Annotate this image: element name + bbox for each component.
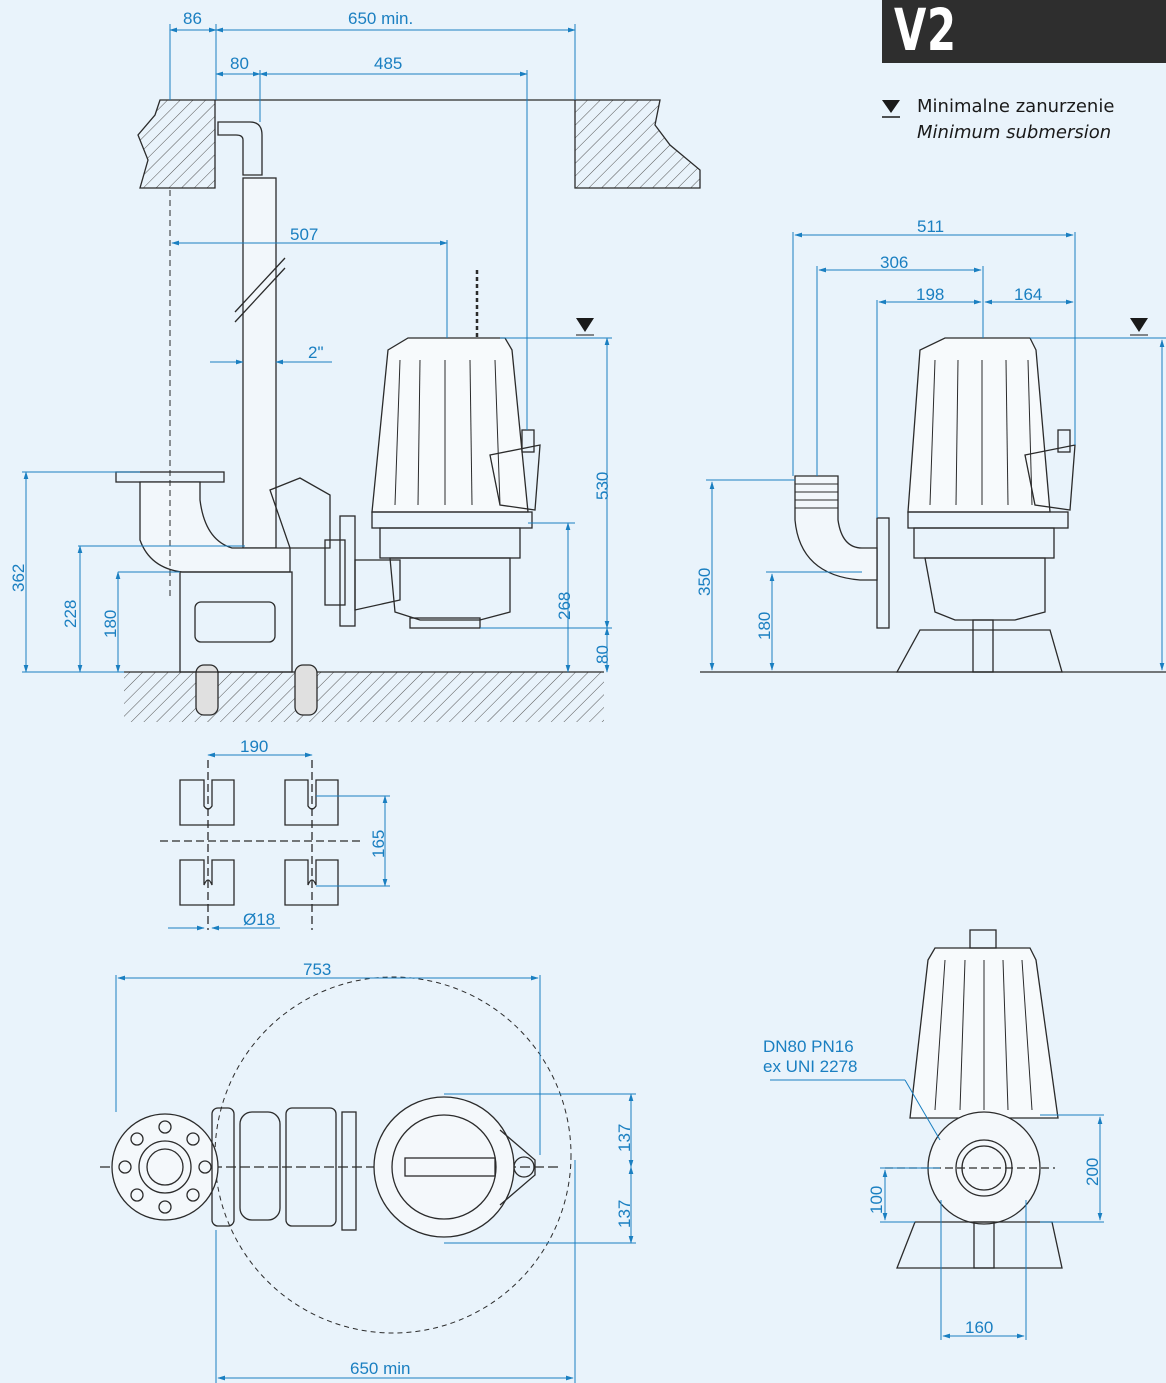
dim-2-inch: 2"	[308, 343, 324, 362]
dim-180-side: 180	[101, 610, 120, 638]
freestanding-view	[700, 337, 1166, 673]
dim-650-bottom: 650 min	[350, 1359, 410, 1378]
side-view-dimensions	[22, 24, 612, 673]
legend-label-en: Minimum submersion	[917, 122, 1112, 143]
dim-198: 198	[916, 285, 944, 304]
dim-362: 362	[9, 564, 28, 592]
flange-spec-line2: ex UNI 2278	[763, 1057, 858, 1076]
dim-228: 228	[61, 600, 80, 628]
dim-137-upper: 137	[615, 1124, 634, 1152]
dim-165: 165	[369, 830, 388, 858]
discharge-flange	[111, 1113, 219, 1221]
dim-753: 753	[303, 960, 331, 979]
dim-306: 306	[880, 253, 908, 272]
dim-190: 190	[240, 737, 268, 756]
top-view	[100, 976, 572, 1334]
dim-511: 511	[917, 217, 944, 236]
dim-530: 530	[593, 472, 612, 500]
dim-610: 610	[1162, 524, 1166, 552]
model-badge: V2	[882, 0, 1166, 64]
dim-137-lower: 137	[615, 1200, 634, 1228]
dim-164: 164	[1014, 285, 1042, 304]
dim-diameter-18: Ø18	[243, 910, 275, 929]
dim-507: 507	[290, 225, 318, 244]
dim-100: 100	[867, 1186, 886, 1214]
dim-268: 268	[555, 592, 574, 620]
dim-650-top: 650 min.	[348, 9, 413, 28]
side-view	[115, 99, 701, 722]
legend-label-pl: Minimalne zanurzenie	[917, 96, 1115, 117]
dim-350: 350	[695, 568, 714, 596]
anchor-view	[160, 760, 360, 930]
dim-160: 160	[965, 1318, 993, 1337]
model-label: V2	[894, 0, 957, 64]
submersion-icon	[882, 100, 900, 118]
dim-86: 86	[183, 9, 202, 28]
dim-80-top: 80	[230, 54, 249, 73]
ceiling-slab	[137, 99, 216, 189]
flange-spec-line1: DN80 PN16	[763, 1037, 854, 1056]
dim-485: 485	[374, 54, 402, 73]
discharge-elbow	[139, 481, 291, 573]
dim-180-freestanding: 180	[755, 612, 774, 640]
dim-80-vertical: 80	[593, 645, 612, 664]
dim-200: 200	[1083, 1158, 1102, 1186]
pump-top-outline	[373, 1096, 515, 1238]
front-view	[885, 929, 1063, 1269]
